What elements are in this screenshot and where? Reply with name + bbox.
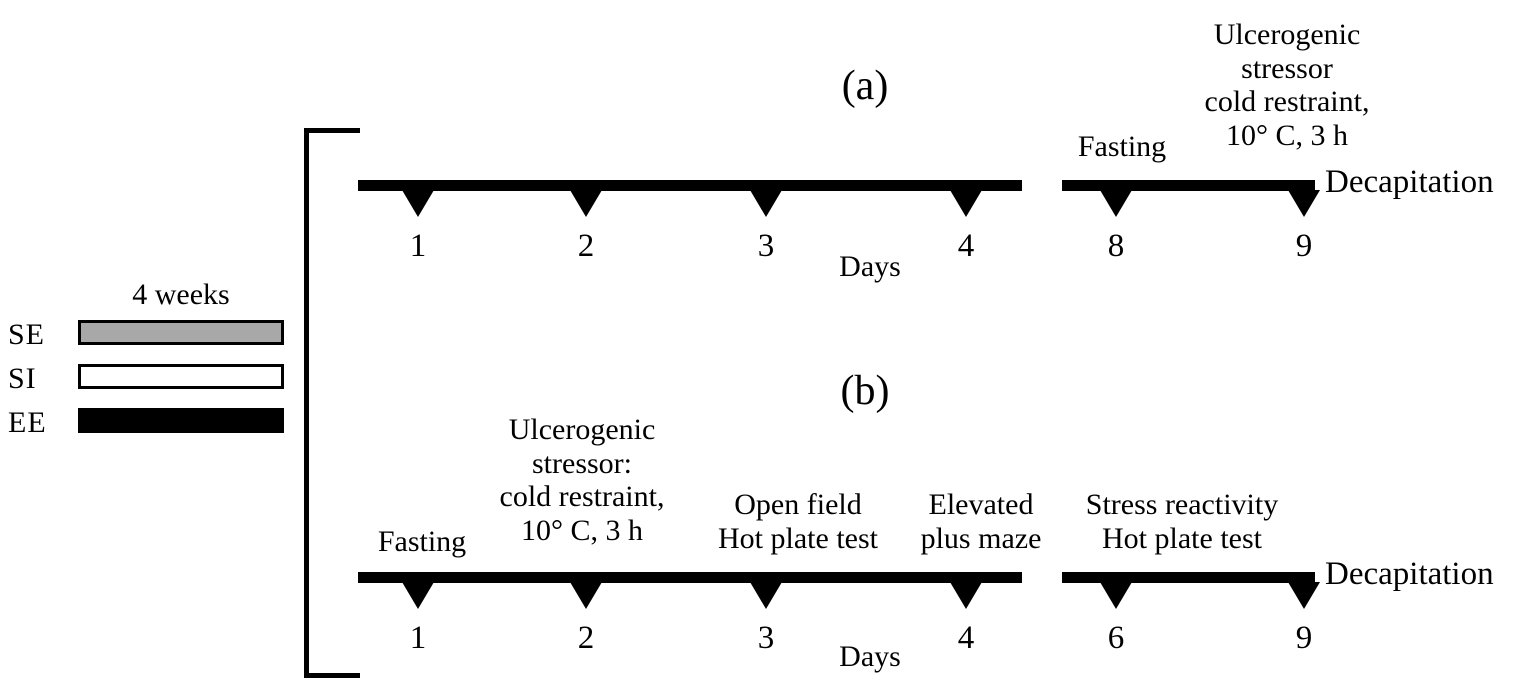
- panel-a-event-fasting: Fasting: [1077, 130, 1167, 163]
- legend-item-se: SE: [0, 318, 290, 351]
- panel-b-timeline-bar-right: [1062, 572, 1315, 583]
- legend-label-si: SI: [8, 362, 37, 395]
- panel-a-day-marker-9: [1288, 190, 1320, 217]
- group-legend: 4 weeks SE SI EE: [0, 278, 300, 443]
- legend-label-se: SE: [8, 318, 46, 351]
- panel-b-day-number-3: 3: [757, 620, 775, 656]
- panel-a-day-marker-1: [402, 190, 434, 217]
- panel-a-endpoint-decapitation: Decapitation: [1325, 164, 1494, 200]
- panel-b-event-fasting: Fasting: [377, 525, 467, 558]
- panel-a-day-marker-2: [570, 190, 602, 217]
- panel-b-day-number-6: 6: [1107, 620, 1125, 656]
- panel-b-day-number-9: 9: [1295, 620, 1313, 656]
- panel-a-day-number-3: 3: [757, 228, 775, 264]
- panel-b-day-number-1: 1: [409, 620, 427, 656]
- grouping-bracket: [304, 128, 360, 678]
- panel-a-day-marker-4: [950, 190, 982, 217]
- panel-b-timeline-bar-left: [358, 572, 1022, 583]
- legend-item-si: SI: [0, 362, 290, 395]
- panel-b-day-marker-3: [750, 582, 782, 609]
- legend-title: 4 weeks: [132, 278, 230, 311]
- panel-b-event-stress-reactivity-hot-plate: Stress reactivity Hot plate test: [1085, 488, 1279, 555]
- panel-label-a: (a): [841, 63, 889, 109]
- panel-b-event-elevated-plus-maze: Elevated plus maze: [920, 488, 1042, 555]
- legend-swatch-si: [78, 364, 284, 389]
- panel-a-day-number-2: 2: [577, 228, 595, 264]
- panel-a-timeline-bar-right: [1062, 180, 1315, 191]
- panel-a-timeline-bar-left: [358, 180, 1022, 191]
- panel-b-axis-label-days: Days: [839, 640, 901, 673]
- panel-b-day-marker-6: [1100, 582, 1132, 609]
- panel-a-event-ulcerogenic-stressor: Ulcerogenic stressor cold restraint, 10°…: [1204, 18, 1370, 152]
- panel-b-day-marker-1: [402, 582, 434, 609]
- panel-a-day-number-9: 9: [1295, 228, 1313, 264]
- panel-b-day-marker-9: [1288, 582, 1320, 609]
- legend-swatch-se: [78, 320, 284, 345]
- panel-a-day-number-1: 1: [409, 228, 427, 264]
- legend-item-ee: EE: [0, 406, 290, 439]
- panel-b-endpoint-decapitation: Decapitation: [1325, 556, 1494, 592]
- panel-a-day-marker-3: [750, 190, 782, 217]
- panel-b-day-marker-4: [950, 582, 982, 609]
- panel-label-b: (b): [840, 368, 890, 414]
- panel-b-day-number-2: 2: [577, 620, 595, 656]
- panel-b-day-marker-2: [570, 582, 602, 609]
- panel-a-day-number-8: 8: [1107, 228, 1125, 264]
- legend-label-ee: EE: [8, 406, 47, 439]
- panel-a-day-number-4: 4: [957, 228, 975, 264]
- panel-b-day-number-4: 4: [957, 620, 975, 656]
- legend-swatch-ee: [78, 408, 284, 433]
- panel-b-event-ulcerogenic-stressor: Ulcerogenic stressor: cold restraint, 10…: [499, 413, 665, 547]
- panel-b-event-open-field-hot-plate: Open field Hot plate test: [718, 488, 878, 555]
- panel-a-axis-label-days: Days: [839, 250, 901, 283]
- panel-a-day-marker-8: [1100, 190, 1132, 217]
